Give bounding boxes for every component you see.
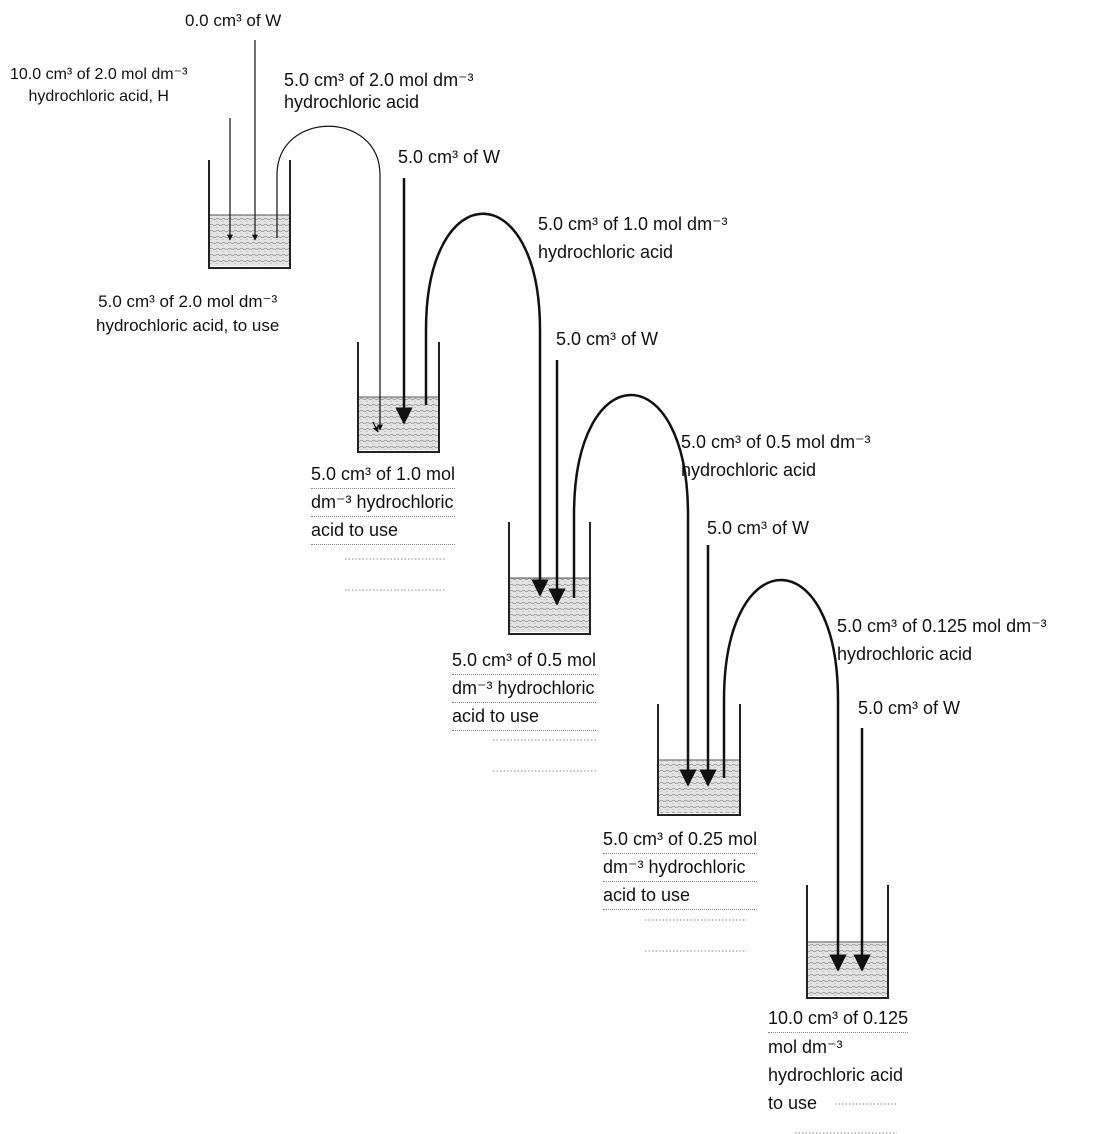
label-transfer-2: 5.0 cm³ of 1.0 mol dm⁻³ hydrochloric aci… bbox=[538, 214, 728, 262]
label-use-4: 5.0 cm³ of 0.25 mol dm⁻³ hydrochloric ac… bbox=[603, 826, 758, 910]
transfer-arrow-2 bbox=[424, 212, 549, 597]
beaker-4 bbox=[657, 704, 741, 816]
label-use-3: 5.0 cm³ of 0.5 mol dm⁻³ hydrochloric aci… bbox=[452, 647, 597, 731]
transfer-arrow-3 bbox=[572, 394, 697, 787]
label-transfer-1: 5.0 cm³ of 2.0 mol dm⁻³ hydrochloric aci… bbox=[284, 70, 474, 112]
answer-lines bbox=[345, 558, 897, 1134]
beaker-3-liquid bbox=[509, 578, 590, 632]
transfer-arrow-1 bbox=[276, 125, 383, 431]
label-transfer-3: 5.0 cm³ of 0.5 mol dm⁻³ hydrochloric aci… bbox=[681, 432, 871, 480]
label-water-3: 5.0 cm³ of W bbox=[707, 518, 810, 538]
label-top-water: 0.0 cm³ of W bbox=[185, 11, 282, 30]
beaker-1 bbox=[208, 160, 291, 269]
beaker-1-liquid bbox=[209, 215, 290, 266]
beaker-5 bbox=[806, 885, 889, 999]
label-start-acid: 10.0 cm³ of 2.0 mol dm⁻³ hydrochloric ac… bbox=[10, 66, 188, 105]
label-use-1: 5.0 cm³ of 2.0 mol dm⁻³ hydrochloric aci… bbox=[96, 292, 280, 335]
beaker-3 bbox=[508, 522, 591, 635]
label-water-4: 5.0 cm³ of W bbox=[858, 698, 961, 718]
label-use-5: 10.0 cm³ of 0.125 mol dm⁻³ hydrochloric … bbox=[768, 1004, 909, 1117]
transfer-arrow-4 bbox=[722, 579, 847, 972]
label-water-2: 5.0 cm³ of W bbox=[556, 329, 659, 349]
label-use-2: 5.0 cm³ of 1.0 mol dm⁻³ hydrochloric aci… bbox=[311, 461, 456, 545]
beaker-4-liquid bbox=[658, 760, 740, 813]
label-water-1: 5.0 cm³ of W bbox=[398, 147, 501, 167]
label-transfer-4: 5.0 cm³ of 0.125 mol dm⁻³ hydrochloric a… bbox=[837, 616, 1047, 664]
beaker-5-liquid bbox=[807, 942, 888, 996]
